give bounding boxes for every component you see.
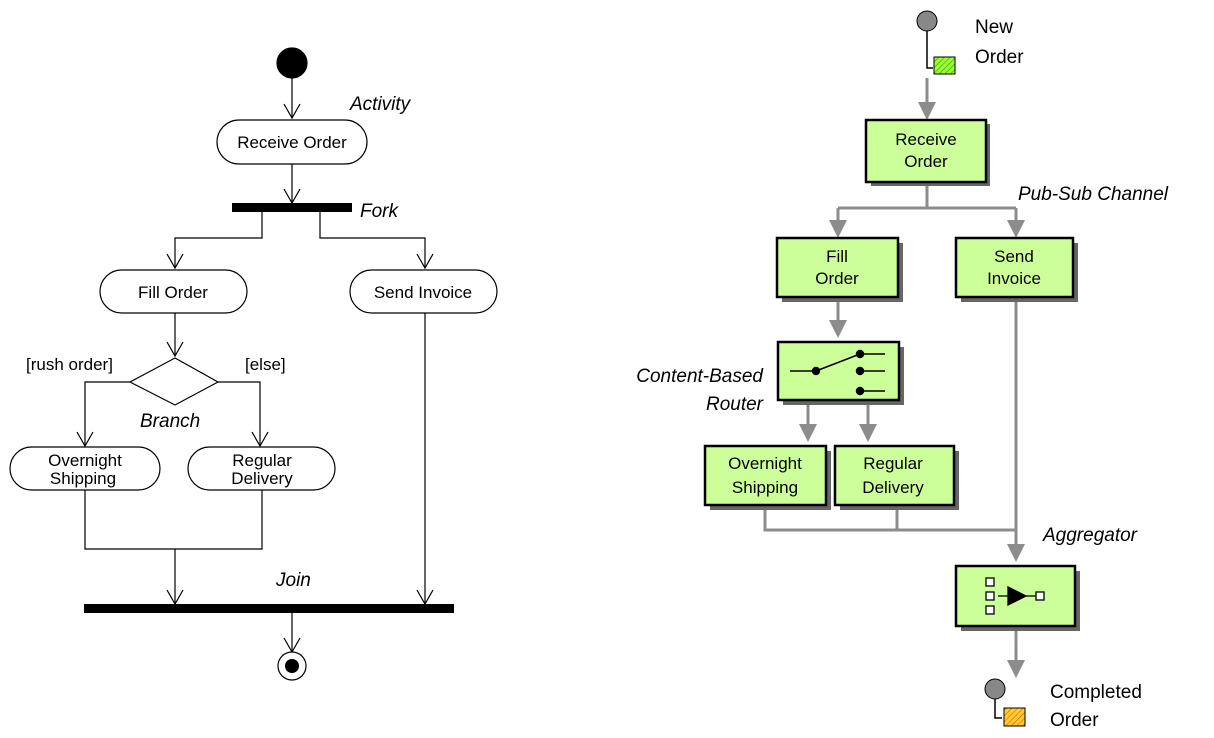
completed-order-message-icon [1003,707,1026,727]
end-endpoint-icon [984,678,1006,700]
flow-arrow [283,164,301,205]
overnight-label-line2: Shipping [50,469,116,488]
start-endpoint-icon [916,10,938,32]
send-invoice-label-line1: Send [994,247,1034,266]
join-bar [84,604,454,613]
flow-arrow [319,212,434,270]
send-invoice-box [954,236,1078,302]
regular-delivery-box [833,444,959,510]
regular-label-line1: Regular [232,451,292,470]
new-order-label-line1: New [975,17,1013,38]
flow-arrow [283,78,301,120]
fill-order-label-line2: Order [815,269,859,288]
branch-diamond [128,357,220,406]
new-order-endpoint [916,10,956,75]
fork-annotation: Fork [360,201,400,222]
new-order-label-line2: Order [975,47,1024,68]
overnight-shipping-label-line1: Overnight [728,454,802,473]
completed-order-endpoint [984,678,1026,727]
initial-node [276,47,308,79]
fill-order-activity [99,269,248,314]
flow-arrow [84,490,263,606]
flow-arrow [166,313,184,358]
channel-arrowheads [799,102,1025,678]
overnight-shipping-box [703,444,831,510]
aggregator-icon [985,577,1045,615]
message-channels [763,78,1018,662]
content-based-router-box [776,340,904,405]
activity-annotation: Activity [349,94,412,115]
flow-arrow [218,381,269,448]
aggregator-box [954,564,1080,631]
completed-order-label-line1: Completed [1050,682,1142,703]
overnight-label-line1: Overnight [48,451,122,470]
router-switch-icon [790,349,885,396]
rush-order-guard: [rush order] [26,355,113,374]
join-annotation: Join [275,570,311,591]
send-invoice-label-line2: Invoice [987,269,1041,288]
pub-sub-channel-annotation: Pub-Sub Channel [1018,184,1169,205]
send-invoice-activity [349,269,498,314]
content-based-router-annotation-line1: Content-Based [636,366,764,387]
uml-labels: Activity Receive Order Fork Fill Order S… [26,94,472,591]
receive-order-box [864,118,990,186]
send-invoice-label: Send Invoice [374,283,472,302]
overnight-shipping-label-line2: Shipping [732,478,798,497]
content-based-router-annotation-line2: Router [706,394,764,415]
fill-order-label-line1: Fill [826,247,848,266]
receive-order-label: Receive Order [237,133,347,152]
eip-diagram: New Order [636,10,1169,731]
regular-label-line2: Delivery [231,469,293,488]
receive-order-label-line2: Order [904,152,948,171]
regular-delivery-label-line2: Delivery [862,478,924,497]
flow-arrow [416,313,434,606]
regular-delivery-label-line1: Regular [863,454,923,473]
fill-order-label: Fill Order [138,283,208,302]
completed-order-label-line2: Order [1050,710,1099,731]
fill-order-box [775,236,903,302]
branch-annotation: Branch [140,411,200,432]
new-order-message-icon [933,56,956,75]
final-node [277,651,307,681]
aggregator-annotation: Aggregator [1042,525,1138,546]
flow-arrow [166,212,263,270]
flow-arrow [76,381,130,448]
else-guard: [else] [245,355,286,374]
flow-arrow [283,613,301,654]
receive-order-label-line1: Receive [895,130,956,149]
fork-bar [232,203,352,212]
uml-activity-diagram [9,47,498,681]
